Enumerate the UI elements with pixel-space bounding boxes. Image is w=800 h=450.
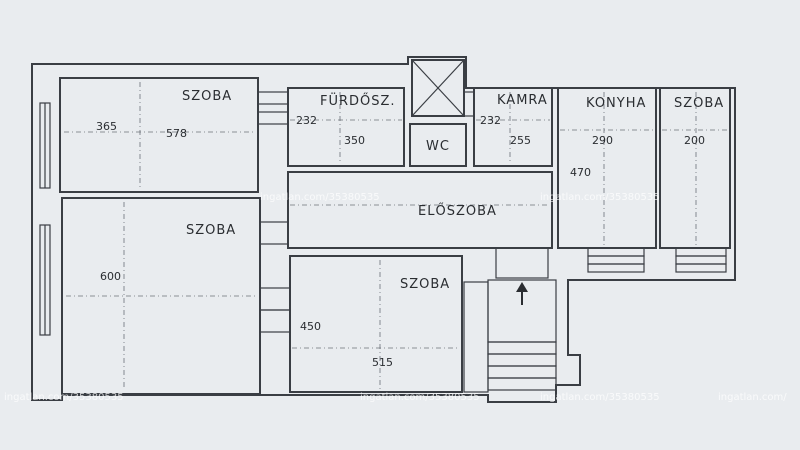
dim-232b: 232 — [480, 114, 501, 127]
room-label-kamra: KAMRA — [497, 93, 548, 108]
dim-515: 515 — [372, 356, 393, 369]
watermark: ingatlan.com/35380535 — [540, 392, 660, 403]
dim-600: 600 — [100, 270, 121, 283]
entry-arrow-icon — [516, 282, 528, 305]
room-label-furdo: FÜRDŐSZ. — [320, 92, 396, 109]
room-label-szoba-large: SZOBA — [186, 223, 236, 238]
dim-450: 450 — [300, 320, 321, 333]
room-label-eloszoba: ELŐSZOBA — [418, 203, 497, 219]
room-label-szoba-top: SZOBA — [182, 89, 232, 104]
room-szoba-small — [659, 87, 731, 249]
room-kamra — [473, 87, 553, 167]
dim-365: 365 — [96, 120, 117, 133]
watermark: ingatlan.com/ — [718, 392, 787, 403]
watermark: ingatlan.com/35380535 — [4, 392, 124, 403]
dim-290: 290 — [592, 134, 613, 147]
watermark: ingatlan.com/35380535 — [260, 192, 380, 203]
dim-255: 255 — [510, 134, 531, 147]
room-label-szoba-mid: SZOBA — [400, 277, 450, 292]
dimension-lines — [64, 82, 728, 390]
dim-350: 350 — [344, 134, 365, 147]
room-szoba-top — [59, 77, 259, 193]
room-wc — [409, 123, 467, 167]
dim-200: 200 — [684, 134, 705, 147]
dim-578: 578 — [166, 127, 187, 140]
room-label-wc: WC — [426, 139, 450, 154]
wall-stubs — [257, 91, 727, 333]
room-label-szoba-small: SZOBA — [674, 96, 724, 111]
watermark: ingatlan.com/35380535 — [540, 192, 660, 203]
entrance-stairs — [463, 247, 557, 393]
room-eloszoba — [287, 171, 553, 249]
watermark: ingatlan.com/35380535 — [360, 392, 480, 403]
room-furdo — [287, 87, 405, 167]
dim-470: 470 — [570, 166, 591, 179]
dim-232a: 232 — [296, 114, 317, 127]
left-windows — [39, 102, 51, 336]
shaft — [411, 59, 465, 117]
room-label-konyha: KONYHA — [586, 96, 646, 111]
shaft-cross-2 — [411, 59, 465, 117]
